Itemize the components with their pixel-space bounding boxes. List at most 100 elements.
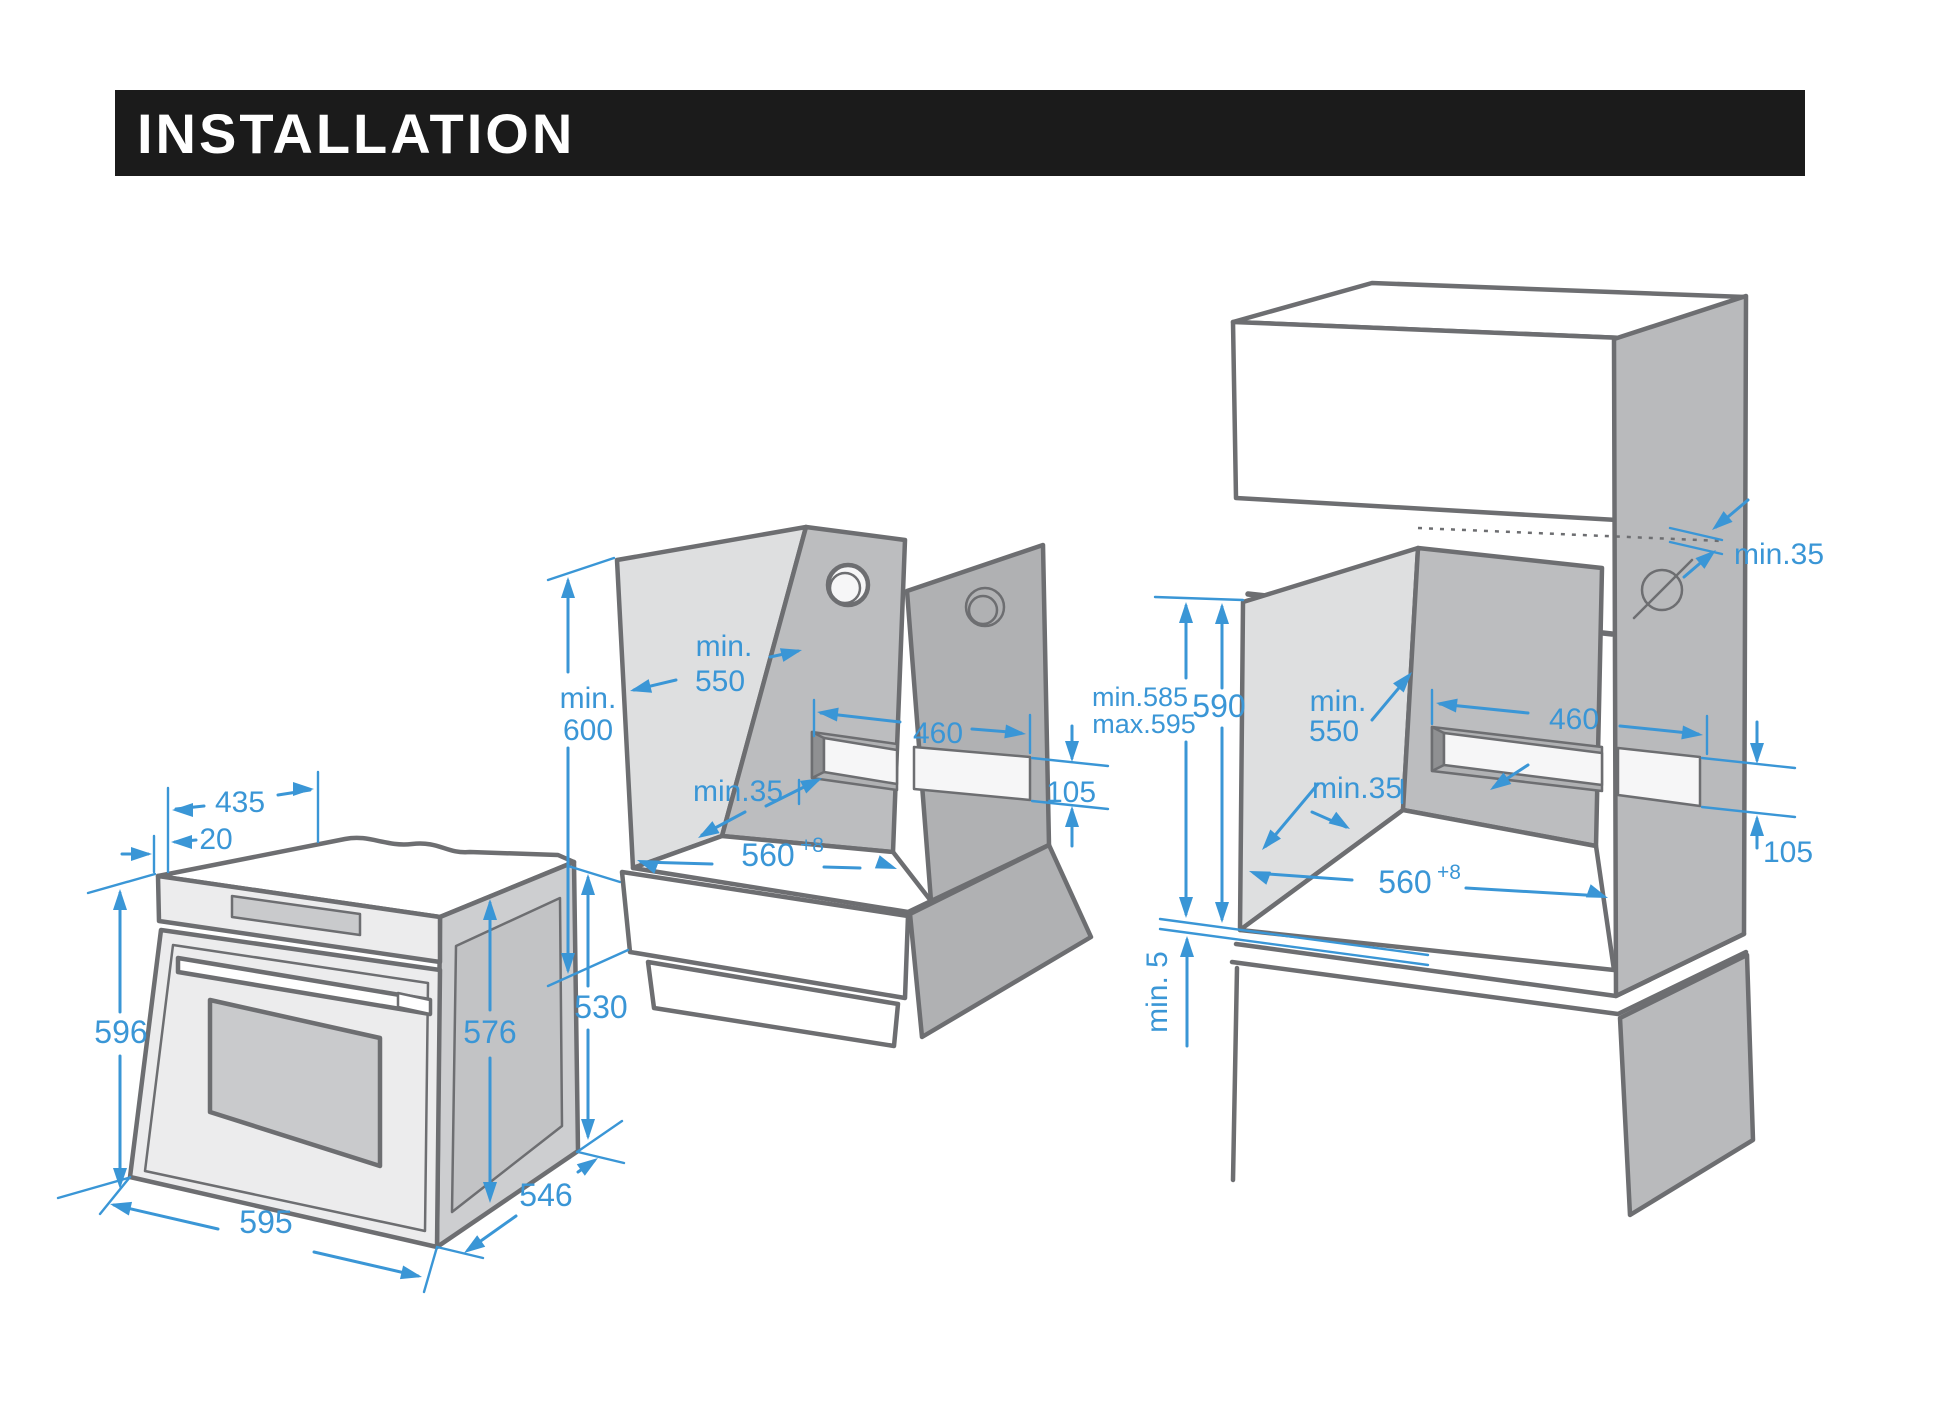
cable-hole-right-inner	[967, 594, 999, 626]
dim-label-depth: 550	[695, 665, 745, 698]
arrow-icon	[1215, 902, 1229, 923]
counter-edge-line	[1233, 931, 1747, 999]
ext-line	[422, 1245, 439, 1294]
tall-side-panel	[1611, 293, 1749, 999]
dim-label-vent-width: 460	[913, 717, 963, 750]
base-cabinet-diagram: min. 600 min. 550 460	[546, 524, 1110, 1049]
vent-slot-panel	[1616, 746, 1702, 808]
ext-line	[98, 1175, 132, 1216]
oven-handle-end-cap	[396, 991, 432, 1016]
dim-label-height: 600	[563, 714, 613, 747]
ext-line	[1030, 756, 1110, 768]
dim-line-595	[312, 1250, 420, 1278]
lower-cabinet-side-panel	[1617, 952, 1756, 1218]
vent-slot-back-depth	[810, 730, 826, 780]
dim-line-560	[1464, 886, 1604, 898]
ext-line	[575, 1119, 624, 1154]
dim-label-niche-width: 560	[741, 837, 794, 873]
cable-hole-right-wall	[964, 586, 1006, 628]
counter-edge-line2	[1229, 949, 1749, 1017]
vent-slot-back-inner	[822, 736, 899, 786]
dim-label-height-min: min.585	[1092, 682, 1188, 712]
cable-hole-inner-ring	[828, 571, 862, 605]
dim-label-niche-width-tol: +8	[800, 834, 824, 857]
worktop-line	[1158, 917, 1430, 957]
oven-display-window	[230, 894, 362, 937]
dim-label-vent-height: 105	[1046, 776, 1096, 809]
ext-line	[1153, 595, 1245, 602]
cable-hole-panel	[1640, 568, 1684, 612]
upper-cabinet-front-face	[1230, 319, 1626, 523]
arrow-icon	[131, 847, 152, 861]
niche-floor	[1237, 807, 1617, 973]
arrow-icon	[1065, 741, 1079, 762]
tall-cabinet-diagram: min.35 min.585 max.595 590 min.	[1092, 280, 1824, 1218]
plinth-side-panel	[907, 842, 1094, 1040]
shelf-back-edge-dashed	[1417, 526, 1723, 543]
oven-side-inner-panel	[450, 896, 564, 1214]
vent-slot-right	[912, 745, 1032, 802]
arrow-icon	[1179, 897, 1193, 918]
arrow-icon	[561, 577, 575, 598]
dim-label-height-prefix: min.	[560, 682, 617, 715]
ext-line	[86, 872, 157, 895]
dim-label-depth: 550	[1309, 715, 1359, 748]
arrow-icon	[1180, 936, 1194, 957]
dim-label-rear-height: 530	[574, 989, 627, 1025]
plinth-toe-board	[645, 959, 901, 1049]
dim-label-niche-width: 560	[1378, 864, 1431, 900]
dim-label-front-height: 596	[94, 1014, 147, 1050]
arrow-icon	[399, 1265, 424, 1284]
arrow-icon	[293, 782, 314, 796]
dim-label-depth-prefix: min.	[696, 630, 753, 663]
worktop-line	[1158, 927, 1430, 967]
arrow-icon	[171, 835, 192, 849]
dim-label-body-height: 576	[463, 1014, 516, 1050]
plinth-front-board	[619, 869, 911, 1001]
oven-dimensions: 435 20 596 576 530	[56, 770, 628, 1294]
ext-line	[546, 556, 616, 582]
oven-diagram: 435 20 596 576 530	[56, 770, 628, 1294]
ext-line	[566, 864, 622, 884]
dim-label-height-max: max.595	[1092, 709, 1196, 739]
dim-label-door-offset: 20	[199, 823, 232, 856]
ext-line	[435, 1245, 485, 1260]
dim-label-worktop-clearance: min. 5	[1141, 951, 1174, 1033]
arrow-icon	[172, 803, 193, 817]
oven-door-window	[207, 997, 383, 1169]
vent-slot-back-inner	[1442, 731, 1604, 787]
vent-slot-back-depth	[1430, 725, 1446, 773]
arrow-icon	[581, 874, 595, 895]
section-header-bar: INSTALLATION	[115, 90, 1805, 176]
dim-label-niche-height: 590	[1192, 688, 1245, 724]
section-title: INSTALLATION	[137, 101, 576, 165]
ext-line	[576, 1150, 626, 1165]
ext-line	[1030, 799, 1110, 811]
arrow-icon	[1750, 743, 1764, 764]
dim-label-niche-width-tol: +8	[1437, 861, 1461, 884]
base-cabinet-dimensions: min. 600 min. 550 460	[546, 556, 1110, 988]
dim-label-front-width: 595	[239, 1204, 292, 1240]
arrow-icon	[1179, 602, 1193, 623]
ext-line	[546, 948, 630, 988]
dim-label-top-clearance: min.35	[1734, 538, 1824, 571]
arrow-icon	[113, 889, 127, 910]
ext-line	[1668, 526, 1724, 542]
oven-door-frame-line	[143, 943, 430, 1233]
arrow-icon	[1750, 815, 1764, 836]
dim-label-rear-clearance: min.35	[693, 775, 783, 808]
ext-line	[56, 1176, 130, 1200]
dim-label-vent-height: 105	[1763, 836, 1813, 869]
panel-crease-line	[1632, 558, 1694, 620]
dim-line-560	[822, 865, 862, 870]
ext-line	[1700, 805, 1797, 819]
dim-label-rear-clearance: min.35	[1312, 772, 1402, 805]
arrow-icon	[1215, 603, 1229, 624]
ext-line	[1700, 756, 1797, 770]
dim-label-side-depth: 546	[519, 1177, 572, 1213]
lower-cabinet-front-edge	[1230, 965, 1240, 1183]
dim-line-560	[1252, 871, 1354, 882]
tall-cabinet-dimensions: min.35 min.585 max.595 590 min.	[1092, 498, 1824, 1048]
